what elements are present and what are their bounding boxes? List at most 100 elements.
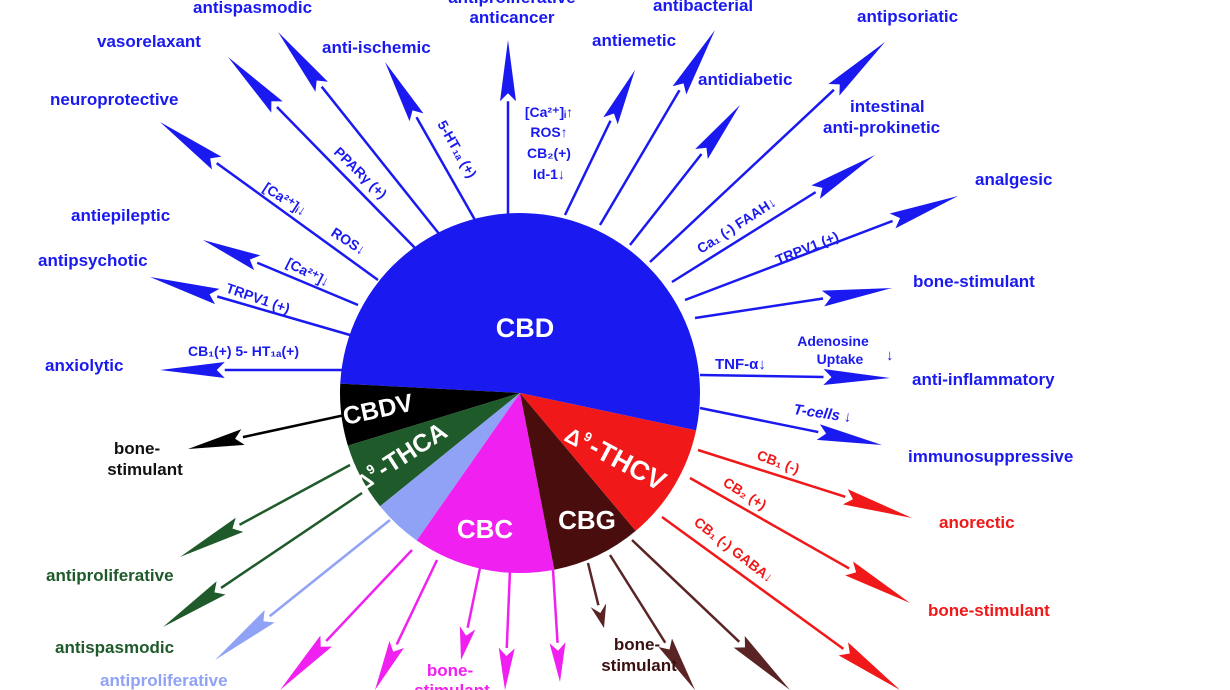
pie-slice-thcv	[520, 393, 697, 531]
effect-anti-prokinetic: anti-prokinetic	[823, 118, 940, 137]
pie-slice-cbg	[520, 393, 636, 570]
mechanism-anticancer-1: [Ca²⁺]ᵢ↑	[525, 104, 573, 120]
arrow-shaft-antispasmodic	[320, 85, 441, 236]
arrow-head-bone-stimulant-cbdv	[188, 429, 245, 449]
arrow-shaft-neuroprotective	[215, 162, 379, 282]
mechanism-uptake: Uptake	[817, 351, 864, 367]
effect-arrows	[150, 30, 958, 690]
arrow-shaft-antipsoriatic	[649, 88, 835, 263]
arrow-shaft-immunosuppressive	[699, 406, 819, 434]
mechanism-anxiolytic: CB₁(+) 5- HT₁ₐ(+)	[188, 343, 299, 359]
arrow-shaft-vasorelaxant	[276, 106, 416, 249]
arrow-head-antidiabetic	[695, 105, 740, 159]
arrow-shaft-anorectic	[697, 448, 846, 498]
effect-anti-ischemic: anti-ischemic	[322, 38, 431, 57]
arrow-shaft-cbg-arrow-3	[631, 539, 741, 643]
arrow-shaft-antibacterial	[598, 89, 681, 226]
slice-label-cbc: CBC	[457, 514, 514, 544]
arrow-head-bone-stimulant-thcv	[845, 561, 910, 603]
mechanism-analgesic: TRPV1 (+)	[773, 228, 841, 268]
arrow-head-antipsychotic	[150, 277, 220, 305]
arrow-shaft-bone-stimulant	[694, 297, 824, 320]
arrow-head-anti-ischemic	[385, 62, 424, 122]
effect-antiemetic: antiemetic	[592, 31, 676, 50]
arrow-head-bone-stimulant-cbc	[459, 626, 476, 660]
mechanism-neuro-ros: ROS↓	[328, 224, 368, 258]
arrow-head-antiproliferative-light	[215, 610, 275, 660]
arrow-shaft-bone-stimulant-cbdv	[242, 413, 346, 439]
effect-bone-cbdv-2: stimulant	[107, 460, 183, 479]
arrow-shaft-antipsychotic	[216, 295, 351, 337]
mechanism-thcv-cb2: CB₂ (+)	[720, 474, 769, 513]
mechanism-tcells: T-cells ↓	[792, 401, 852, 426]
pie-slice-thca	[347, 393, 520, 507]
mechanism-thcv-gaba: CB₁ (-) GABA↓	[691, 514, 776, 586]
effect-antispasmodic-thca: antispasmodic	[55, 638, 174, 657]
effect-bone-cbc-1: bone-	[427, 661, 473, 680]
mechanism-antipsychotic: TRPV1 (+)	[224, 280, 292, 317]
arrow-shaft-bone-stimulant-thcv	[689, 476, 850, 570]
arrow-shaft-bone-stimulant-cbc	[466, 567, 482, 629]
arrow-head-cbg-arrow-3	[733, 636, 790, 690]
arrow-head-anti-inflammatory	[823, 368, 890, 385]
effect-antidiabetic: antidiabetic	[698, 70, 792, 89]
arrow-shaft-antiepileptic	[256, 261, 359, 307]
arrow-shaft-bone-stimulant-cbg	[586, 562, 600, 606]
effect-antipsoriatic: antipsoriatic	[857, 7, 958, 26]
arrow-head-bone-stimulant-cbg	[590, 603, 607, 628]
mechanism-anticancer-4: Id-1↓	[533, 166, 565, 182]
arrow-shaft-cbg-arrow-2	[608, 554, 667, 644]
effect-intestinal: intestinal	[850, 97, 925, 116]
effect-neuroprotective: neuroprotective	[50, 90, 178, 109]
effect-immunosuppressive: immunosuppressive	[908, 447, 1073, 466]
cannabinoid-pie	[340, 213, 700, 573]
arrow-head-antiemetic	[603, 70, 635, 125]
arrow-head-anxiolytic	[160, 362, 225, 378]
arrow-shaft-antispasmodic-thca	[220, 491, 363, 589]
arrow-head-antispasmodic	[278, 32, 328, 92]
effect-antiepileptic: antiepileptic	[71, 206, 170, 225]
arrow-shaft-cbc-arrow-4	[505, 569, 512, 649]
arrow-shaft-analgesic	[684, 219, 894, 302]
arrow-head-bone-stimulant	[821, 288, 892, 307]
arrow-shaft-antidiabetic	[629, 153, 703, 246]
arrow-shaft-intestinal-anti-prokinetic	[671, 191, 817, 284]
effect-anticancer: anticancer	[469, 8, 554, 27]
effect-bone-stimulant-cbd: bone-stimulant	[913, 272, 1035, 291]
arrow-head-cbc-arrow-4	[498, 647, 515, 690]
arrow-head-antiproliferative-thca	[180, 517, 244, 557]
arrow-shaft-cbc-arrow-2	[395, 559, 439, 646]
arrow-head-antibacterial	[672, 30, 715, 95]
pie-slice-cbdv	[340, 383, 520, 446]
arrow-head-bone-stimulant-thcv-2	[838, 642, 900, 690]
arrow-head-anorectic	[842, 489, 912, 518]
arrow-shaft-anti-ischemic	[415, 116, 477, 221]
arrow-head-neuroprotective	[160, 122, 222, 170]
arrow-shaft-cbc-arrow-5	[551, 569, 559, 643]
mechanism-thcv-cb1: CB₁ (-)	[755, 447, 802, 477]
mechanism-adenosine-arrow: ↓	[886, 347, 894, 364]
effect-analgesic: analgesic	[975, 170, 1053, 189]
effect-antiproliferative-thca: antiproliferative	[46, 566, 174, 585]
arrow-shaft-antiproliferative-light	[268, 519, 391, 618]
arrow-head-cbc-arrow-1	[280, 635, 333, 690]
pie-slice-cbc	[416, 393, 555, 573]
arrow-head-intestinal-anti-prokinetic	[811, 155, 875, 199]
slice-label-cbg: CBG	[558, 505, 616, 535]
arrow-shaft-cbc-arrow-1	[325, 549, 413, 642]
effect-vasorelaxant: vasorelaxant	[97, 32, 201, 51]
mechanism-anticancer-3: CB₂(+)	[527, 145, 571, 161]
pie-slice-thca-light	[380, 393, 520, 541]
pie-slice-cbd	[340, 213, 700, 431]
effect-anorectic: anorectic	[939, 513, 1015, 532]
effect-antiproliferative-light: antiproliferative	[100, 671, 228, 690]
effect-bone-cbdv-1: bone-	[114, 439, 160, 458]
arrow-head-antipsoriatic	[828, 42, 885, 96]
mechanism-tnf: TNF-α↓	[715, 356, 766, 373]
effect-bone-stimulant-thcv: bone-stimulant	[928, 601, 1050, 620]
slice-label-cbd: CBD	[496, 313, 555, 343]
effect-antipsychotic: antipsychotic	[38, 251, 148, 270]
arrow-shaft-antiproliferative-thca	[238, 463, 351, 526]
effect-anxiolytic: anxiolytic	[45, 356, 123, 375]
